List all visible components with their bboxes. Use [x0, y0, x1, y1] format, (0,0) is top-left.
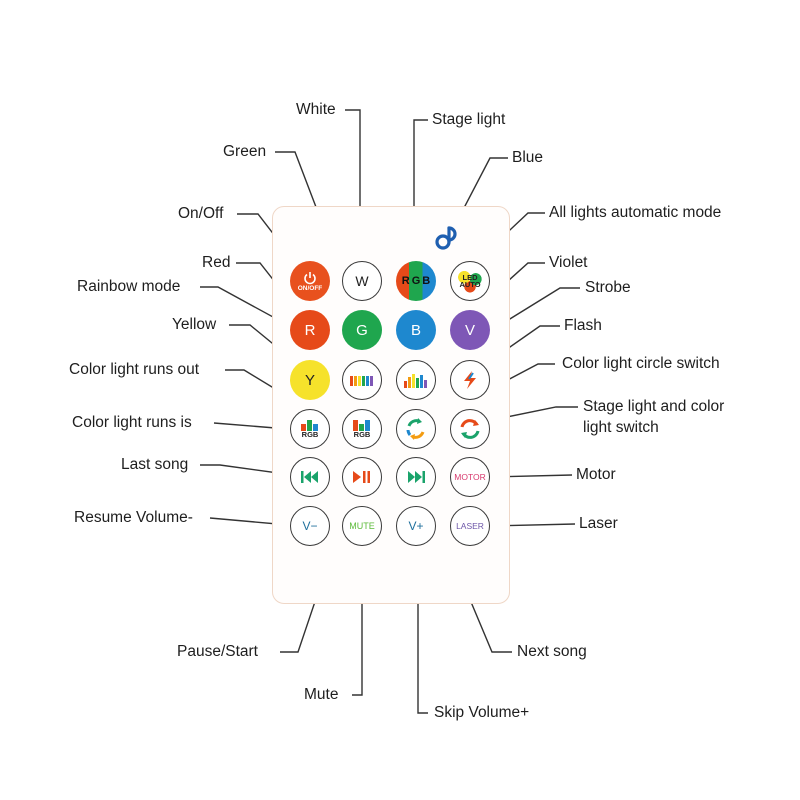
circle-switch-icon	[406, 418, 425, 440]
color-light-runs-out-button[interactable]: RGB	[290, 409, 330, 449]
label-circle-switch: Color light circle switch	[562, 355, 720, 372]
rainbow-bars-icon	[350, 376, 373, 386]
play-pause-icon	[353, 471, 370, 483]
pause-start-button[interactable]	[342, 457, 382, 497]
label-white: White	[296, 101, 336, 118]
on-off-button[interactable]: ON/OFF	[290, 261, 330, 301]
laser-button-text: LASER	[456, 521, 484, 531]
label-mute: Mute	[304, 686, 339, 703]
mute-button[interactable]: MUTE	[342, 506, 382, 546]
violet-button[interactable]: V	[450, 310, 490, 350]
red-button[interactable]: R	[290, 310, 330, 350]
color-light-circle-switch-button[interactable]	[396, 409, 436, 449]
runs-out-g: G	[307, 430, 313, 439]
red-button-text: R	[304, 321, 316, 339]
stage-color-switch-button[interactable]	[450, 409, 490, 449]
label-last-song: Last song	[121, 456, 189, 473]
label-strobe: Strobe	[585, 279, 631, 296]
runs-out-r: R	[301, 430, 308, 439]
rgb-blocks-in-icon	[353, 420, 370, 431]
yellow-button-text: Y	[304, 371, 315, 389]
label-flash: Flash	[564, 317, 602, 334]
label-resume-volume: Resume Volume-	[74, 509, 193, 526]
stage-light-rgb-button[interactable]: R G B	[396, 261, 436, 301]
white-button-text: W	[355, 273, 369, 289]
runs-is-b: B	[364, 430, 371, 439]
label-color-light-runs-is: Color light runs is	[72, 414, 192, 431]
blue-button[interactable]: B	[396, 310, 436, 350]
green-button-text: G	[356, 321, 368, 339]
rgb-b-text: B	[422, 275, 431, 287]
power-icon	[304, 271, 316, 284]
label-skip-volume: Skip Volume+	[434, 704, 530, 721]
label-stage-color-switch-line2: light switch	[583, 419, 659, 436]
label-color-light-runs-out: Color light runs out	[69, 361, 200, 378]
label-yellow: Yellow	[172, 316, 217, 333]
runs-is-g: G	[359, 430, 365, 439]
next-track-icon	[408, 471, 425, 483]
label-stage-light: Stage light	[432, 111, 506, 128]
laser-button[interactable]: LASER	[450, 506, 490, 546]
rgb-blocks-out-icon	[301, 420, 318, 431]
rgb-g-text: G	[411, 275, 421, 287]
label-green: Green	[223, 143, 267, 160]
flash-button[interactable]	[450, 360, 490, 400]
volume-up-button[interactable]: V+	[396, 506, 436, 546]
motor-button[interactable]: MOTOR	[450, 457, 490, 497]
lightning-icon	[464, 371, 476, 389]
strobe-button[interactable]	[396, 360, 436, 400]
next-song-button[interactable]	[396, 457, 436, 497]
white-button[interactable]: W	[342, 261, 382, 301]
runs-is-rgb-text: RGB	[353, 430, 371, 439]
rainbow-mode-button[interactable]	[342, 360, 382, 400]
blue-button-text: B	[410, 321, 421, 339]
runs-out-b: B	[312, 430, 319, 439]
volume-down-button[interactable]: V−	[290, 506, 330, 546]
label-red: Red	[202, 254, 231, 271]
label-laser: Laser	[579, 515, 618, 532]
volume-down-text: V−	[302, 519, 318, 533]
volume-up-text: V+	[408, 519, 424, 533]
label-rainbow-mode: Rainbow mode	[77, 278, 181, 295]
yellow-button[interactable]: Y	[290, 360, 330, 400]
label-on-off: On/Off	[178, 205, 224, 222]
label-next-song: Next song	[517, 643, 587, 660]
label-all-lights-auto: All lights automatic mode	[549, 204, 722, 221]
brand-logo-icon	[435, 226, 457, 250]
label-pause-start: Pause/Start	[177, 643, 258, 660]
swap-arrows-icon	[460, 419, 480, 439]
violet-button-text: V	[464, 321, 475, 339]
mute-button-text: MUTE	[349, 521, 375, 531]
label-violet: Violet	[549, 254, 588, 271]
last-song-button[interactable]	[290, 457, 330, 497]
runs-out-rgb-text: RGB	[301, 430, 319, 439]
label-stage-color-switch-line1: Stage light and color	[583, 398, 725, 415]
runs-is-r: R	[353, 430, 360, 439]
led-auto-button[interactable]: LED AUTO	[450, 261, 490, 301]
green-button[interactable]: G	[342, 310, 382, 350]
motor-button-text: MOTOR	[454, 472, 486, 482]
led-text: LED	[462, 273, 478, 282]
color-light-runs-is-button[interactable]: RGB	[342, 409, 382, 449]
previous-track-icon	[301, 471, 318, 483]
auto-text: AUTO	[459, 280, 481, 289]
label-motor: Motor	[576, 466, 616, 483]
label-blue: Blue	[512, 149, 544, 166]
equalizer-bars-icon	[404, 374, 427, 388]
on-off-button-text: ON/OFF	[297, 284, 323, 292]
rgb-r-text: R	[401, 275, 410, 287]
